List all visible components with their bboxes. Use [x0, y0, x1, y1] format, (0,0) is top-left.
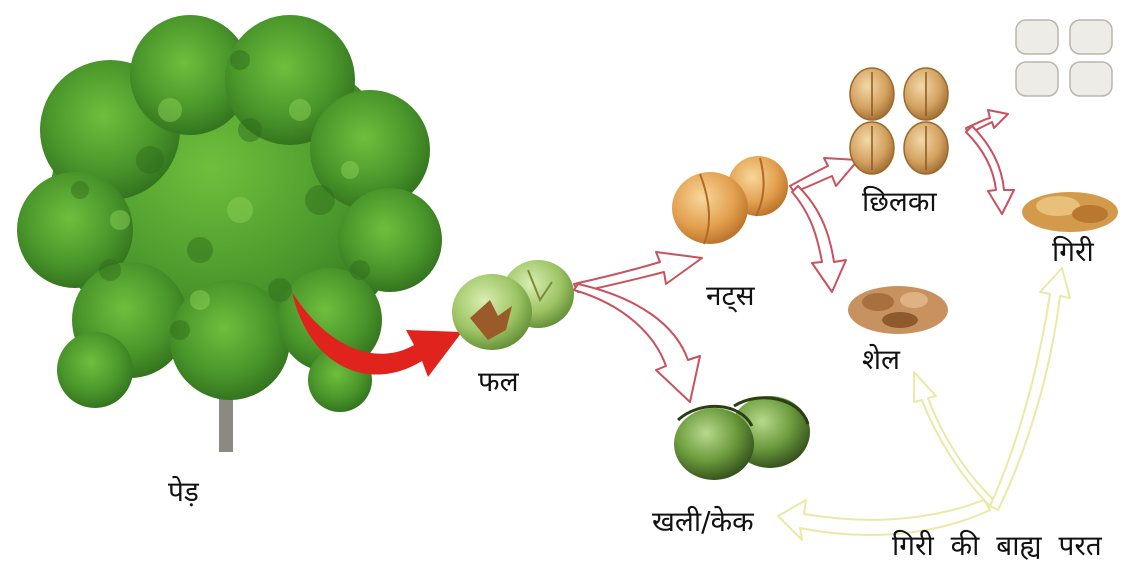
- fruit-to-cake-arrow: [574, 284, 700, 402]
- shell-to-kernel-arrow: [966, 126, 1014, 214]
- kernel-label: गिरी: [1052, 238, 1094, 266]
- broken-shell-pile: [848, 286, 948, 334]
- nuts-to-husk-arrow: [792, 186, 846, 292]
- shell-label: छिलका: [862, 188, 937, 216]
- husk-label: शेल: [862, 346, 900, 374]
- white-kernel-pieces: [1016, 20, 1112, 96]
- kernel-pile: [1022, 192, 1118, 232]
- walnuts-in-shell: [672, 156, 788, 244]
- fruit-label: फल: [478, 368, 519, 396]
- cake-label: खली/केक: [652, 508, 754, 536]
- tree-illustration: [17, 15, 442, 452]
- green-husk-pieces: [674, 396, 810, 480]
- outer-layer-to-husk-arrow: [914, 372, 994, 506]
- fruit-to-nuts-arrow: [574, 252, 702, 292]
- tree-label: पेड़: [168, 478, 199, 506]
- walnut-halves: [850, 68, 948, 174]
- outer-layer-to-kernel-arrow: [990, 268, 1070, 510]
- outer-layer-label: गिरी की बाह्य परत: [892, 532, 1102, 560]
- green-walnut-fruit: [452, 260, 574, 350]
- nuts-label: नट्स: [706, 282, 755, 310]
